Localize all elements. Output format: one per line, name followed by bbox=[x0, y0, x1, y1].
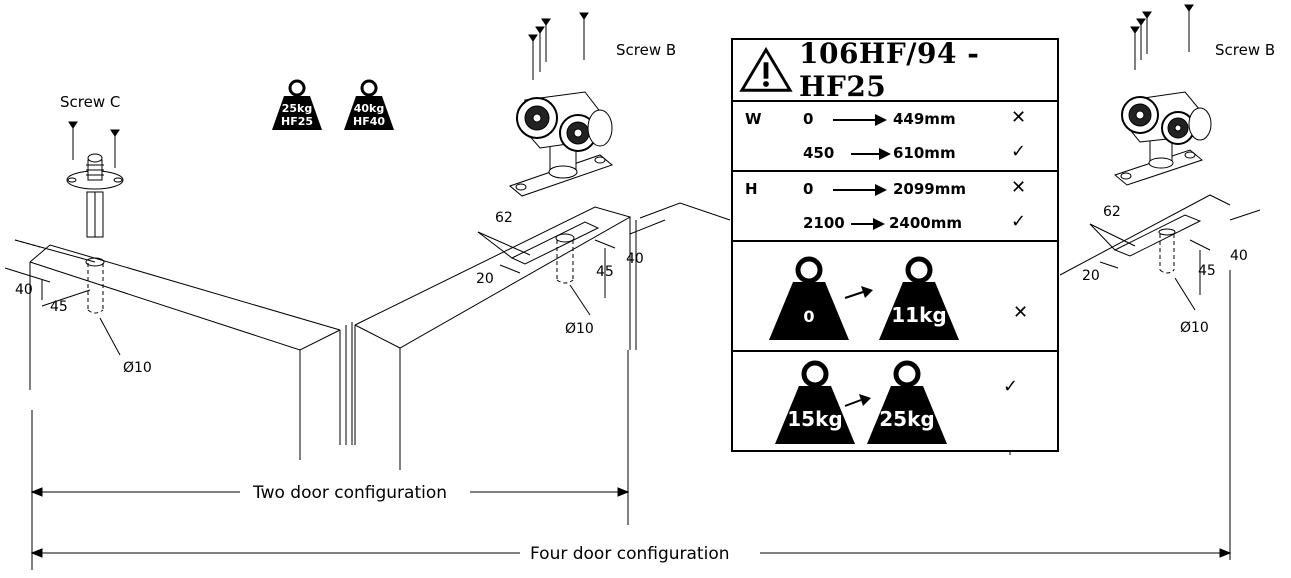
weight-reject-graphic: 0 11kg ✕ bbox=[769, 256, 1028, 340]
dim-right-62: 62 bbox=[1103, 204, 1121, 220]
svg-text:25kg: 25kg bbox=[879, 407, 934, 431]
two-door-dimension-line bbox=[30, 410, 630, 570]
height-row-accept: 2100 2400mm ✓ bbox=[733, 206, 1057, 240]
dim-left-45: 45 bbox=[50, 299, 68, 315]
range-to: 449mm bbox=[893, 110, 956, 128]
weight-icon-hf40: 40kg HF40 bbox=[344, 79, 394, 130]
screw-b-label-middle: Screw B bbox=[616, 41, 676, 59]
width-section: W 0 449mm ✕ 450 610mm ✓ bbox=[733, 102, 1057, 172]
svg-text:15kg: 15kg bbox=[787, 407, 842, 431]
cross-mark-icon: ✕ bbox=[1011, 107, 1027, 128]
dim-right-20: 20 bbox=[1082, 268, 1100, 284]
weight-accept-section: 15kg 25kg ✓ bbox=[733, 352, 1057, 454]
weight-accept-graphic: 15kg 25kg ✓ bbox=[775, 360, 1018, 444]
weight-reject-section: 0 11kg ✕ bbox=[733, 242, 1057, 352]
svg-text:11kg: 11kg bbox=[891, 303, 946, 327]
svg-text:HF25: HF25 bbox=[281, 115, 313, 128]
range-to: 610mm bbox=[893, 144, 956, 162]
right-door-top bbox=[1009, 194, 1261, 560]
weight-icon-hf25: 25kg HF25 bbox=[272, 79, 322, 130]
dim-right-dia: Ø10 bbox=[1180, 320, 1209, 336]
pivot-hardware bbox=[66, 153, 124, 238]
screw-b-label-right: Screw B bbox=[1215, 41, 1275, 59]
height-section: H 0 2099mm ✕ 2100 2400mm ✓ bbox=[733, 172, 1057, 242]
dim-left-dia: Ø10 bbox=[123, 360, 152, 376]
cross-mark-icon: ✕ bbox=[1013, 302, 1028, 323]
warning-icon bbox=[739, 46, 793, 92]
left-door-top bbox=[4, 239, 353, 460]
dim-right-40: 40 bbox=[1230, 248, 1248, 264]
width-key: W bbox=[745, 110, 762, 128]
width-row-reject: W 0 449mm ✕ bbox=[733, 102, 1057, 136]
arrow-right-icon bbox=[833, 114, 887, 126]
svg-text:40kg: 40kg bbox=[354, 102, 385, 115]
dim-left-40: 40 bbox=[15, 282, 33, 298]
screw-c-label: Screw C bbox=[60, 93, 120, 111]
roller-hanger-right bbox=[1113, 91, 1212, 186]
door-edge-middle-right bbox=[639, 202, 731, 221]
dim-middle-45: 45 bbox=[596, 264, 614, 280]
dim-middle-40: 40 bbox=[626, 251, 644, 267]
range-from: 2100 bbox=[803, 214, 845, 232]
middle-door-top bbox=[354, 206, 666, 470]
check-mark-icon: ✓ bbox=[1011, 211, 1027, 232]
spec-panel-header: 106HF/94 -HF25 bbox=[733, 37, 1057, 103]
screw-b-set-right bbox=[1130, 4, 1194, 70]
two-door-label: Two door configuration bbox=[252, 483, 447, 503]
four-door-dimension-line bbox=[30, 548, 1232, 558]
svg-text:0: 0 bbox=[803, 307, 814, 326]
dim-right-45: 45 bbox=[1198, 263, 1216, 279]
range-from: 450 bbox=[803, 144, 835, 162]
height-key: H bbox=[745, 180, 758, 198]
dim-middle-dia: Ø10 bbox=[565, 321, 594, 337]
cross-mark-icon: ✕ bbox=[1011, 177, 1027, 198]
roller-hanger-middle bbox=[508, 91, 614, 197]
screw-b-set-middle bbox=[528, 12, 589, 80]
svg-text:HF40: HF40 bbox=[353, 115, 385, 128]
arrow-right-icon bbox=[851, 148, 891, 160]
spec-panel: 106HF/94 -HF25 W 0 449mm ✕ 450 610mm ✓ H… bbox=[731, 37, 1059, 454]
range-from: 0 bbox=[803, 180, 814, 198]
range-to: 2400mm bbox=[889, 214, 963, 232]
width-row-accept: 450 610mm ✓ bbox=[733, 136, 1057, 170]
height-row-reject: H 0 2099mm ✕ bbox=[733, 172, 1057, 206]
range-from: 0 bbox=[803, 110, 814, 128]
range-to: 2099mm bbox=[893, 180, 967, 198]
screw-c-pair bbox=[68, 121, 120, 168]
dim-middle-20: 20 bbox=[476, 271, 494, 287]
arrow-right-icon bbox=[851, 218, 885, 230]
four-door-label: Four door configuration bbox=[530, 544, 730, 564]
spec-title: 106HF/94 -HF25 bbox=[798, 37, 980, 103]
check-mark-icon: ✓ bbox=[1011, 141, 1027, 162]
svg-text:25kg: 25kg bbox=[282, 102, 313, 115]
dim-middle-62: 62 bbox=[495, 210, 513, 226]
check-mark-icon: ✓ bbox=[1003, 376, 1018, 397]
arrow-right-icon bbox=[833, 184, 887, 196]
